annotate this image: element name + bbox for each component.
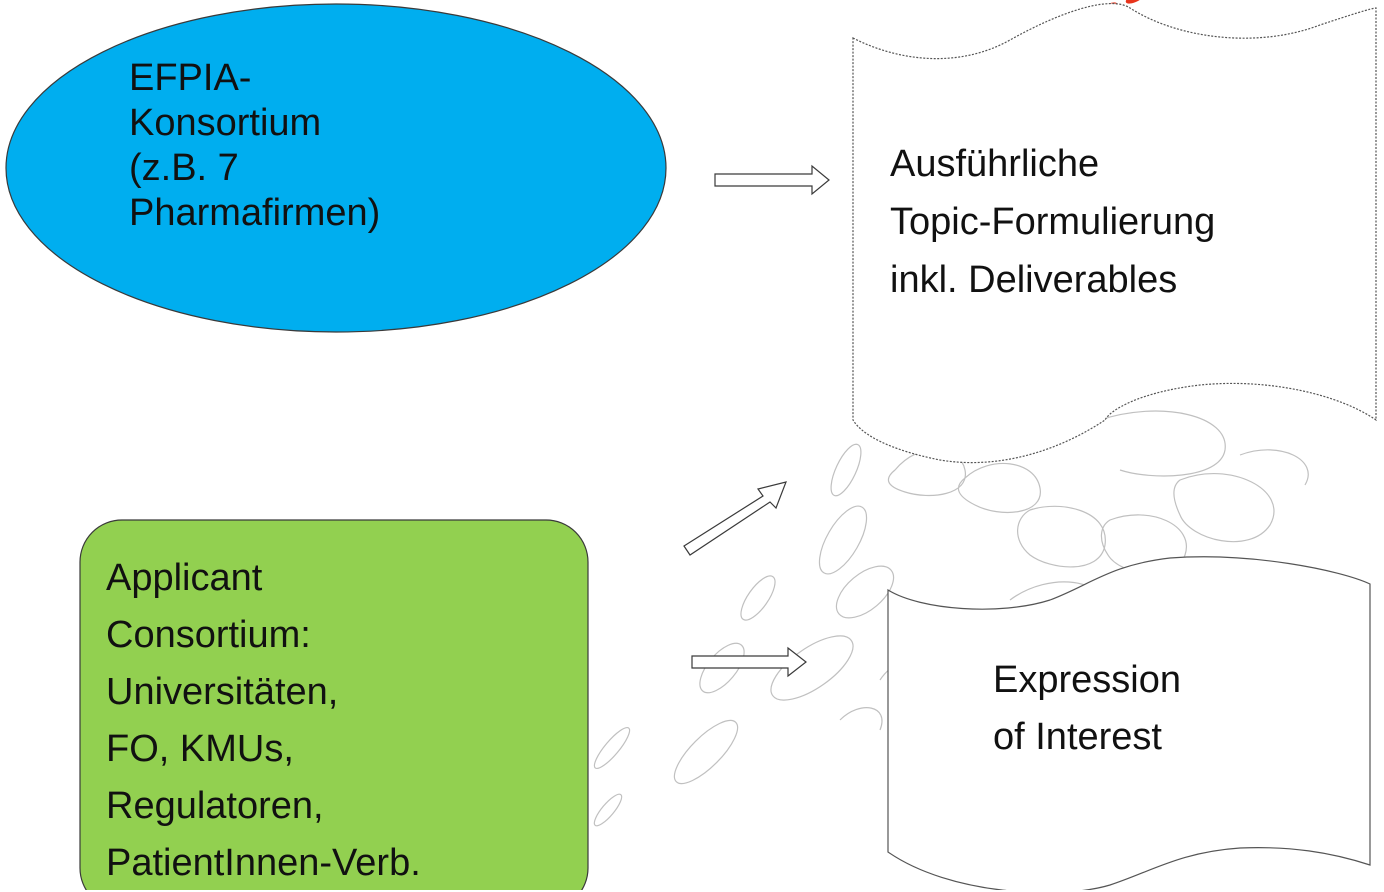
topic-doc-line: inkl. Deliverables — [890, 259, 1178, 301]
applicant-line: PatientInnen-Verb. — [106, 842, 421, 884]
topic-doc-line: Ausführliche — [890, 143, 1100, 185]
eoi-label: Expression of Interest — [993, 652, 1181, 766]
applicant-label: Applicant Consortium: Universitäten, FO,… — [106, 550, 421, 892]
arrow-right-bottom — [691, 646, 807, 678]
efpia-label: EFPIA- Konsortium (z.B. 7 Pharmafirmen) — [129, 56, 380, 236]
efpia-line: Konsortium — [129, 102, 322, 144]
applicant-line: Applicant — [106, 557, 263, 599]
applicant-box — [79, 519, 589, 890]
eoi-line: of Interest — [993, 716, 1162, 758]
topic-doc-label: Ausführliche Topic-Formulierung inkl. De… — [890, 135, 1215, 309]
applicant-line: Universitäten, — [106, 671, 339, 713]
arrow-right-top — [714, 164, 830, 196]
topic-doc-line: Topic-Formulierung — [890, 201, 1216, 243]
arrow-diagonal — [683, 481, 787, 556]
eoi-line: Expression — [993, 659, 1181, 701]
topic-document-shape — [852, 2, 1377, 464]
efpia-line: (z.B. 7 — [129, 147, 239, 189]
efpia-line: EFPIA- — [129, 57, 252, 99]
efpia-ellipse — [5, 3, 667, 333]
efpia-line: Pharmafirmen) — [129, 192, 381, 234]
applicant-line: FO, KMUs, — [106, 728, 294, 770]
applicant-line: Consortium: — [106, 614, 311, 656]
applicant-line: Regulatoren, — [106, 785, 324, 827]
